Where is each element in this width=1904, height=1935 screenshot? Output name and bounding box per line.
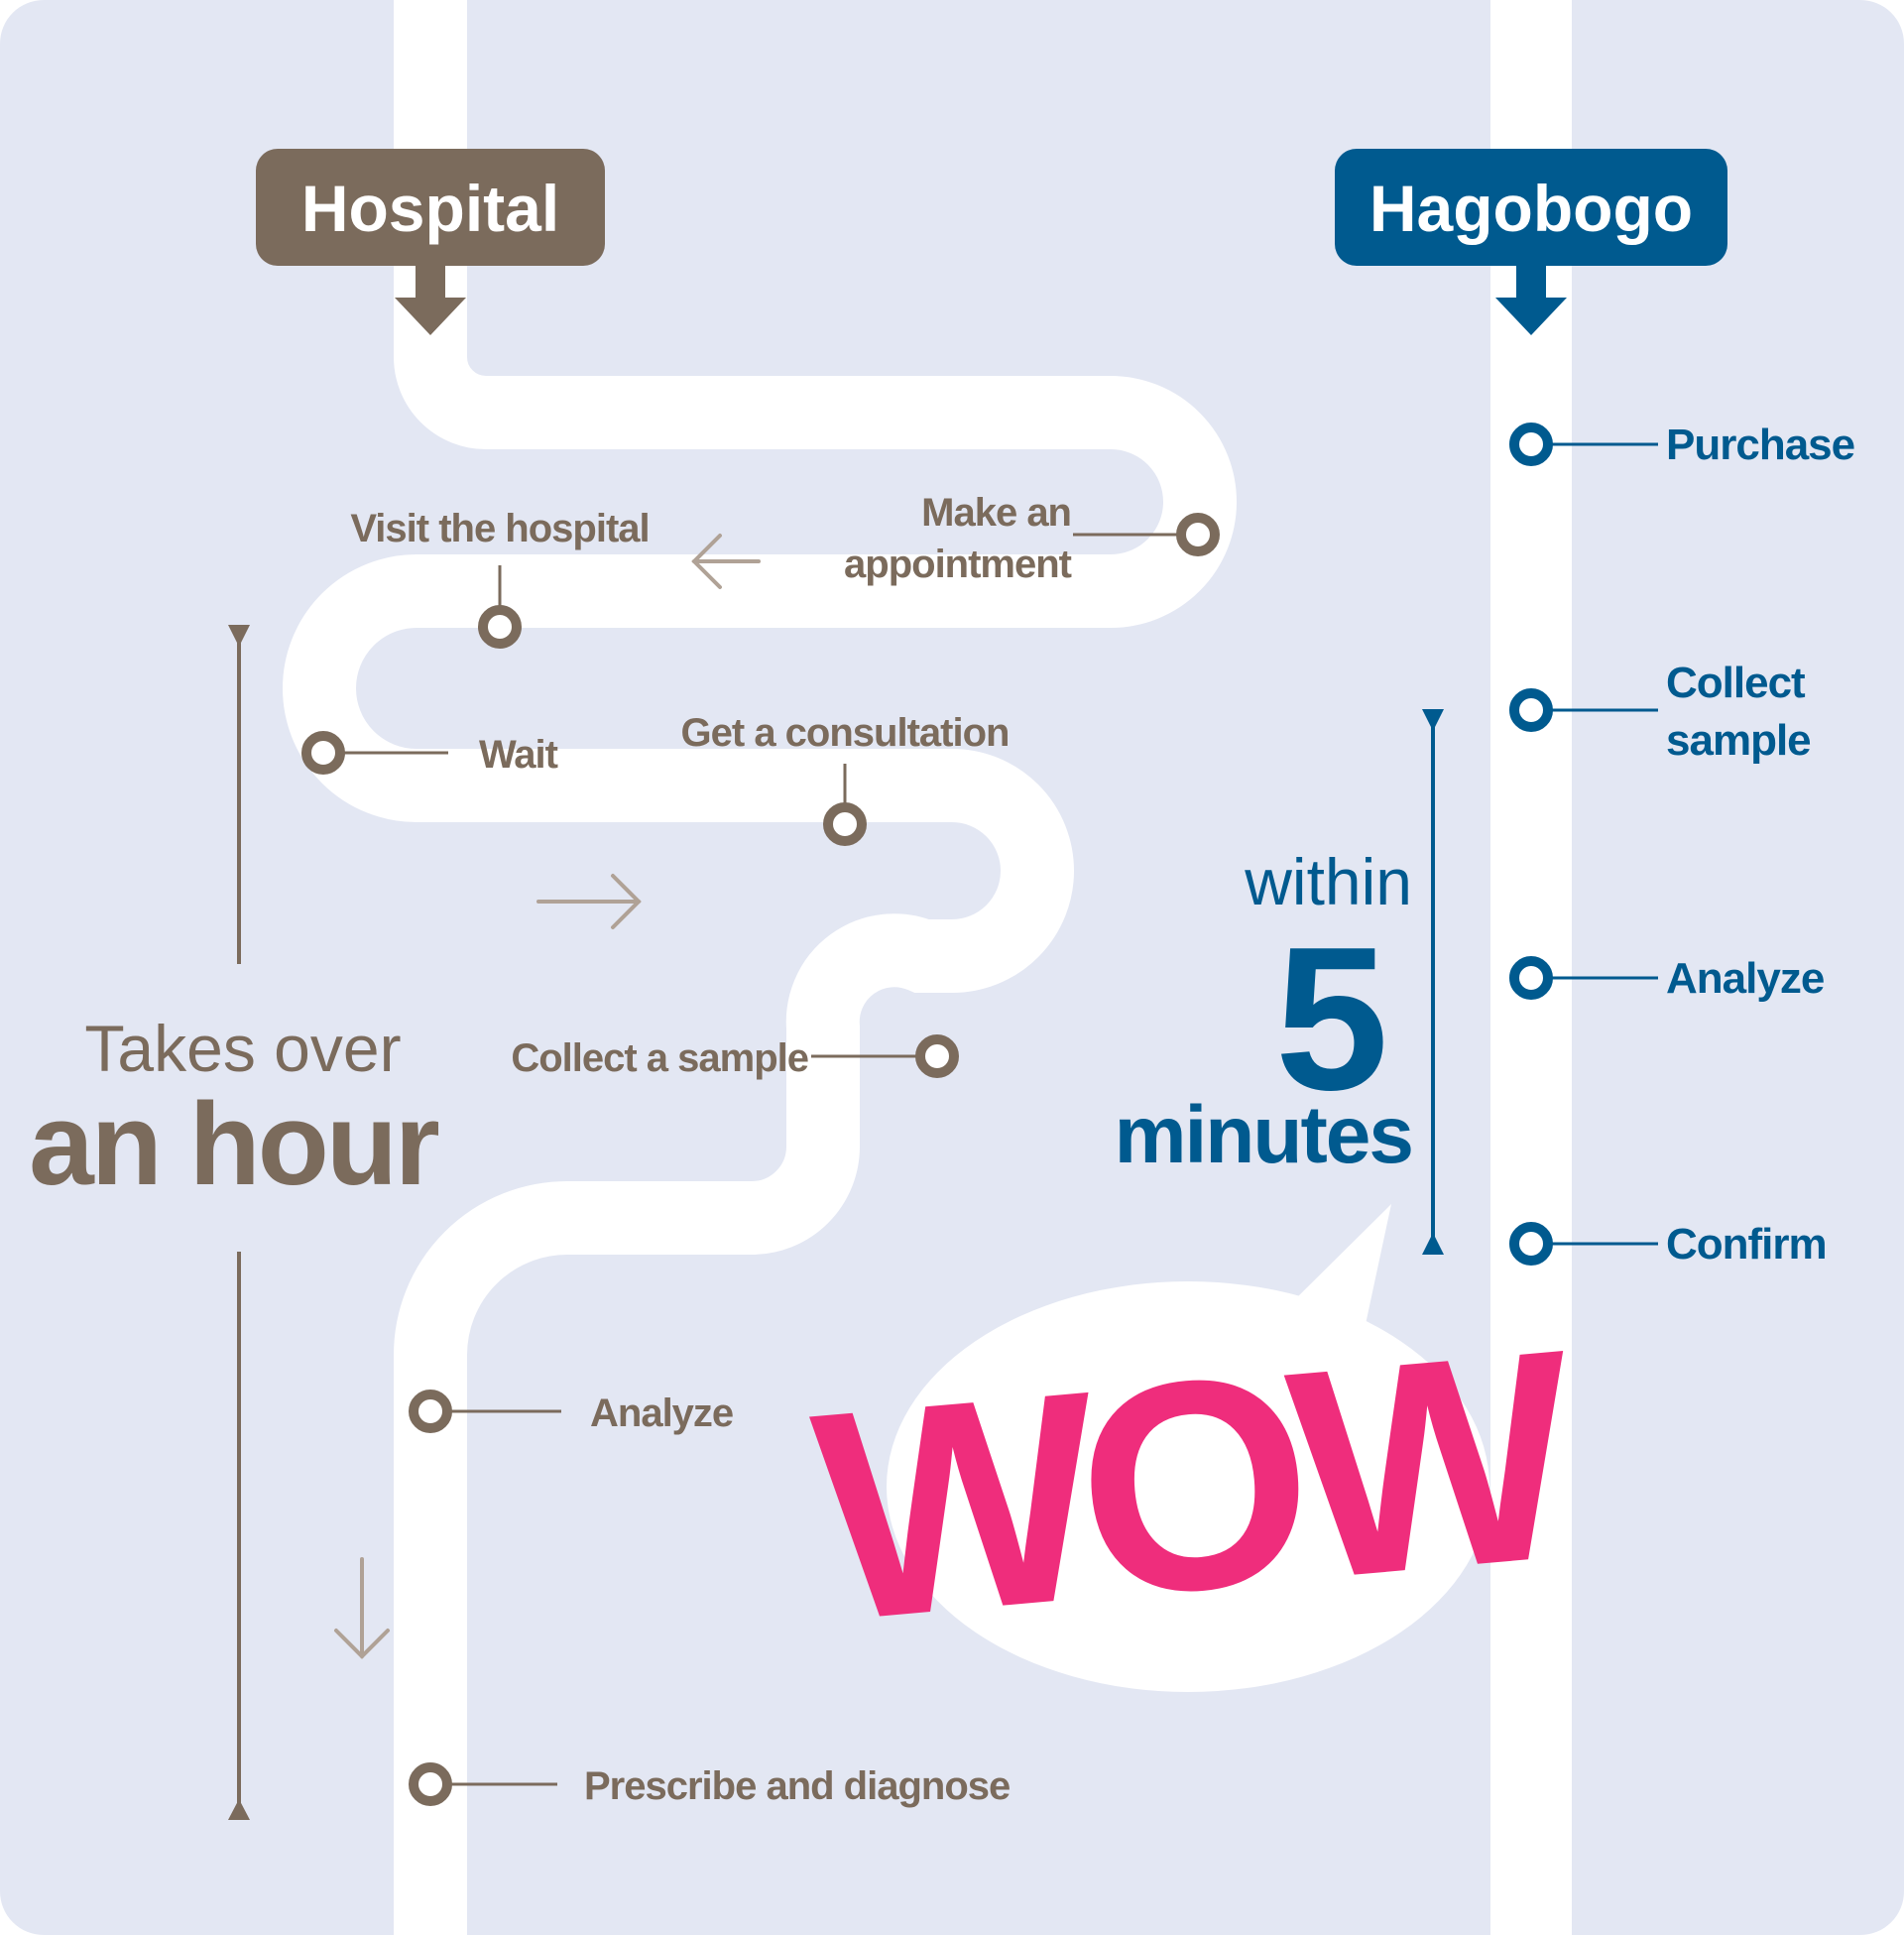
step-label-wait: Wait bbox=[479, 733, 558, 777]
hagobogo-duration-line1: within bbox=[1244, 845, 1412, 918]
step-label-confirm: Confirm bbox=[1666, 1220, 1827, 1269]
step-label-hagobogo-collect-2: sample bbox=[1666, 716, 1811, 765]
step-label-visit: Visit the hospital bbox=[350, 507, 649, 550]
hagobogo-duration-line3: minutes bbox=[1115, 1090, 1412, 1180]
hagobogo-duration-bracket bbox=[1422, 709, 1444, 1255]
arrow-right-icon bbox=[536, 874, 642, 929]
step-marker-consultation bbox=[823, 802, 867, 846]
wow-speech-bubble: WOW bbox=[803, 1204, 1590, 1692]
step-label-hagobogo-analyze: Analyze bbox=[1666, 954, 1824, 1003]
step-label-prescribe: Prescribe and diagnose bbox=[584, 1764, 1010, 1808]
step-label-purchase: Purchase bbox=[1666, 421, 1854, 469]
step-marker-hagobogo-collect bbox=[1509, 688, 1553, 732]
hospital-duration-line2: an hour bbox=[29, 1079, 439, 1210]
arrow-left-icon bbox=[691, 534, 761, 589]
step-marker-confirm bbox=[1509, 1222, 1553, 1266]
hospital-duration-bracket bbox=[228, 625, 250, 1820]
hospital-title: Hospital bbox=[301, 172, 559, 245]
step-label-appointment-2: appointment bbox=[844, 543, 1072, 586]
hospital-duration-line1: Takes over bbox=[84, 1012, 401, 1085]
step-label-hagobogo-collect-1: Collect bbox=[1666, 659, 1806, 707]
step-marker-purchase bbox=[1509, 423, 1553, 466]
hagobogo-title: Hagobogo bbox=[1369, 172, 1693, 245]
step-label-collect: Collect a sample bbox=[511, 1036, 808, 1080]
step-marker-prescribe bbox=[409, 1762, 452, 1806]
hagobogo-duration-number: 5 bbox=[1275, 905, 1389, 1133]
step-marker-wait bbox=[301, 731, 345, 775]
step-marker-collect bbox=[915, 1034, 959, 1078]
step-label-consultation: Get a consultation bbox=[681, 711, 1010, 755]
arrow-down-icon bbox=[334, 1557, 390, 1659]
hospital-path bbox=[283, 0, 1237, 1935]
step-label-hospital-analyze: Analyze bbox=[590, 1391, 733, 1435]
step-marker-hagobogo-analyze bbox=[1509, 956, 1553, 1000]
step-marker-hospital-analyze bbox=[409, 1390, 452, 1433]
hagobogo-header: Hagobogo bbox=[1335, 149, 1727, 335]
hospital-header: Hospital bbox=[256, 149, 605, 335]
wow-text: WOW bbox=[803, 1285, 1590, 1684]
step-label-appointment-1: Make an bbox=[921, 491, 1071, 535]
step-marker-visit bbox=[478, 605, 522, 649]
step-marker-appointment bbox=[1176, 513, 1220, 556]
